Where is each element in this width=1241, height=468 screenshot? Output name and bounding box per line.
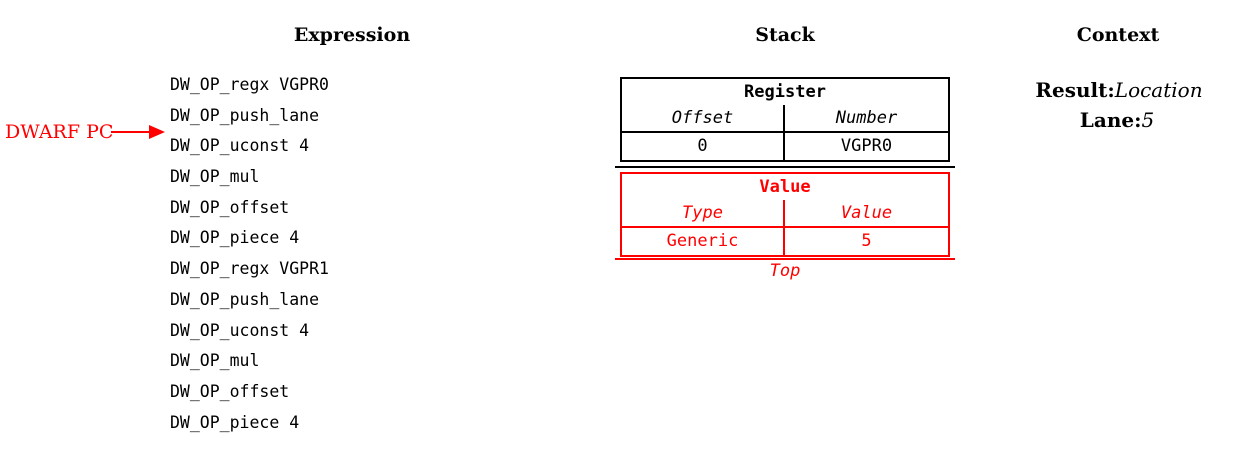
expression-item: DW_OP_offset [170,381,290,401]
stack-entry-col1-header: Type [622,200,785,226]
expression-item: DW_OP_regx VGPR0 [170,75,329,94]
expression-item: DW_OP_uconst 4 [170,320,310,340]
context-column-heading: Context [1076,24,1160,46]
expression-item: DW_OP_push_lane [170,289,320,309]
stack-entry-col2-header: Number [835,108,898,128]
stack-entry-col1-value: 0 [622,133,785,160]
expression-item: DW_OP_piece 4 [170,412,300,432]
expression-item: DW_OP_piece 4 [170,228,300,248]
stack-entry-register: Register Offset Number 0 VGPR0 [620,77,950,162]
stack-entry-col2-header: Value [840,203,893,223]
stack-top-label: Top [769,261,801,281]
expression-item: DW_OP_regx VGPR1 [170,259,329,279]
expression-item: DW_OP_uconst 4 [170,136,310,156]
result-label: Result: [1035,78,1115,102]
stack-entry-col1-header: Offset [622,105,785,131]
stack-entry-value: Value Type Value Generic 5 [620,172,950,257]
expression-item: DW_OP_offset [170,197,290,217]
stack-entry-col2-value: VGPR0 [840,136,893,156]
dwarf-pc-arrow-icon [149,125,165,139]
context-result-line: Result:Location [969,78,1241,102]
stack-entry-separator-line [615,258,955,260]
stack-entry-title: Register [744,82,826,102]
expression-item: DW_OP_push_lane [170,105,320,125]
stack-entry-separator-line [615,166,955,168]
dwarf-pc-arrow-line [111,131,150,133]
lane-value: 5 [1141,108,1155,132]
result-value: Location [1114,78,1203,102]
stack-entry-col1-value: Generic [622,228,785,255]
lane-label: Lane: [1079,108,1142,132]
dwarf-pc-label: DWARF PC [5,121,114,143]
context-lane-line: Lane:5 [967,108,1241,132]
stack-column-heading: Stack [755,24,815,46]
stack-entry-col2-value: 5 [861,231,872,251]
expression-column-heading: Expression [293,24,411,46]
stack-entry-title: Value [759,177,811,197]
expression-item: DW_OP_mul [170,167,260,187]
expression-item: DW_OP_mul [170,351,260,371]
